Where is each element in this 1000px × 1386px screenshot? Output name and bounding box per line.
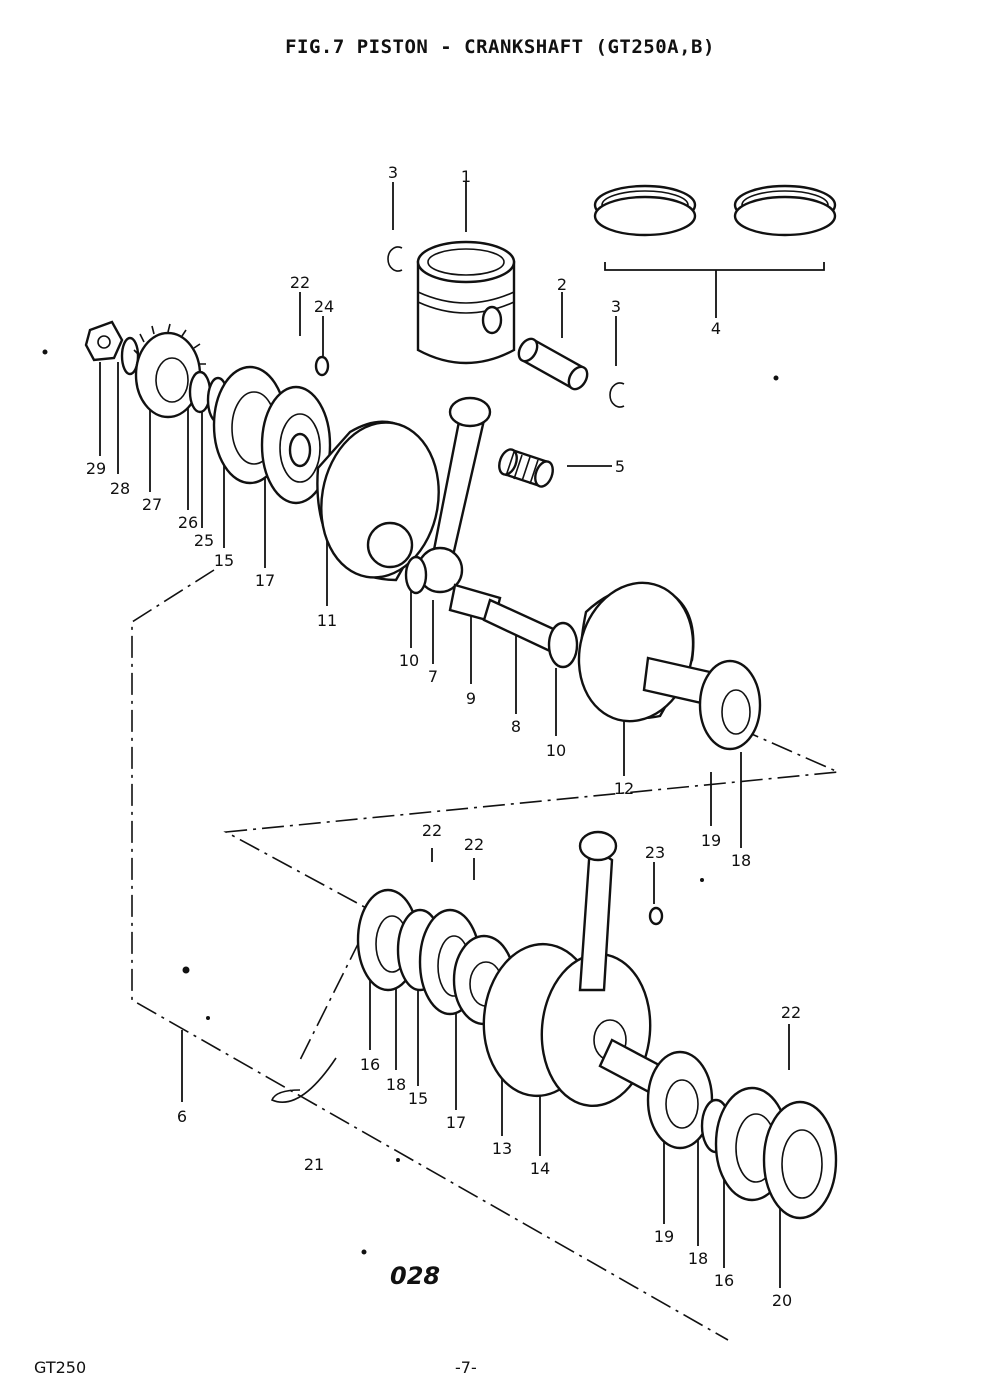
callout-14: 14 <box>530 1159 550 1178</box>
callout-3-left: 3 <box>388 163 398 182</box>
callout-28: 28 <box>110 479 130 498</box>
callout-19-upper: 19 <box>701 831 721 850</box>
callout-16-right: 16 <box>714 1271 734 1290</box>
callout-4: 4 <box>711 319 721 338</box>
callout-21: 21 <box>304 1155 324 1174</box>
callout-18-upper: 18 <box>731 851 751 870</box>
callout-7: 7 <box>428 667 438 686</box>
callout-29: 29 <box>86 459 106 478</box>
callout-16-left: 16 <box>360 1055 380 1074</box>
callout-23: 23 <box>645 843 665 862</box>
footer-page-number: -7- <box>455 1358 477 1377</box>
callout-26: 26 <box>178 513 198 532</box>
callout-20: 20 <box>772 1291 792 1310</box>
callout-3-right: 3 <box>611 297 621 316</box>
callout-15-upper: 15 <box>214 551 234 570</box>
callout-18-lower-right: 18 <box>688 1249 708 1268</box>
piston <box>416 240 516 365</box>
callout-10-right: 10 <box>546 741 566 760</box>
callout-15-lower: 15 <box>408 1089 428 1108</box>
callout-22-middle-left: 22 <box>422 821 442 840</box>
callout-22-lower-right: 22 <box>781 1003 801 1022</box>
callout-18-lower-left: 18 <box>386 1075 406 1094</box>
piston-pin <box>517 337 589 391</box>
scan-specks <box>42 349 779 1255</box>
assembly-centerlines <box>131 569 842 1341</box>
upper-crankshaft-assembly <box>84 320 762 751</box>
callout-17-upper: 17 <box>255 571 275 590</box>
piston-rings <box>593 184 837 237</box>
callout-6: 6 <box>177 1107 187 1126</box>
callout-1: 1 <box>461 167 471 186</box>
callout-8: 8 <box>511 717 521 736</box>
callout-24: 24 <box>314 297 334 316</box>
callout-25: 25 <box>194 531 214 550</box>
callout-22-upper: 22 <box>290 273 310 292</box>
needle-bearing <box>498 448 554 488</box>
callout-27: 27 <box>142 495 162 514</box>
callout-19-lower: 19 <box>654 1227 674 1246</box>
callout-22-middle-right: 22 <box>464 835 484 854</box>
callout-10-left: 10 <box>399 651 419 670</box>
piston-pin-circlips <box>387 246 625 408</box>
figure-title: FIG.7 PISTON - CRANKSHAFT (GT250A,B) <box>285 36 715 58</box>
plate-number: 028 <box>390 1262 441 1290</box>
callout-17-lower: 17 <box>446 1113 466 1132</box>
callout-labels: 1 2 3 3 4 5 6 7 8 9 10 10 11 12 13 14 15… <box>86 163 801 1310</box>
callout-12: 12 <box>614 779 634 798</box>
footer-model: GT250 <box>34 1358 87 1377</box>
callout-13: 13 <box>492 1139 512 1158</box>
lower-crankshaft-assembly <box>270 830 838 1220</box>
callout-2: 2 <box>557 275 567 294</box>
callout-9: 9 <box>466 689 476 708</box>
callout-11: 11 <box>317 611 337 630</box>
callout-5: 5 <box>615 457 625 476</box>
